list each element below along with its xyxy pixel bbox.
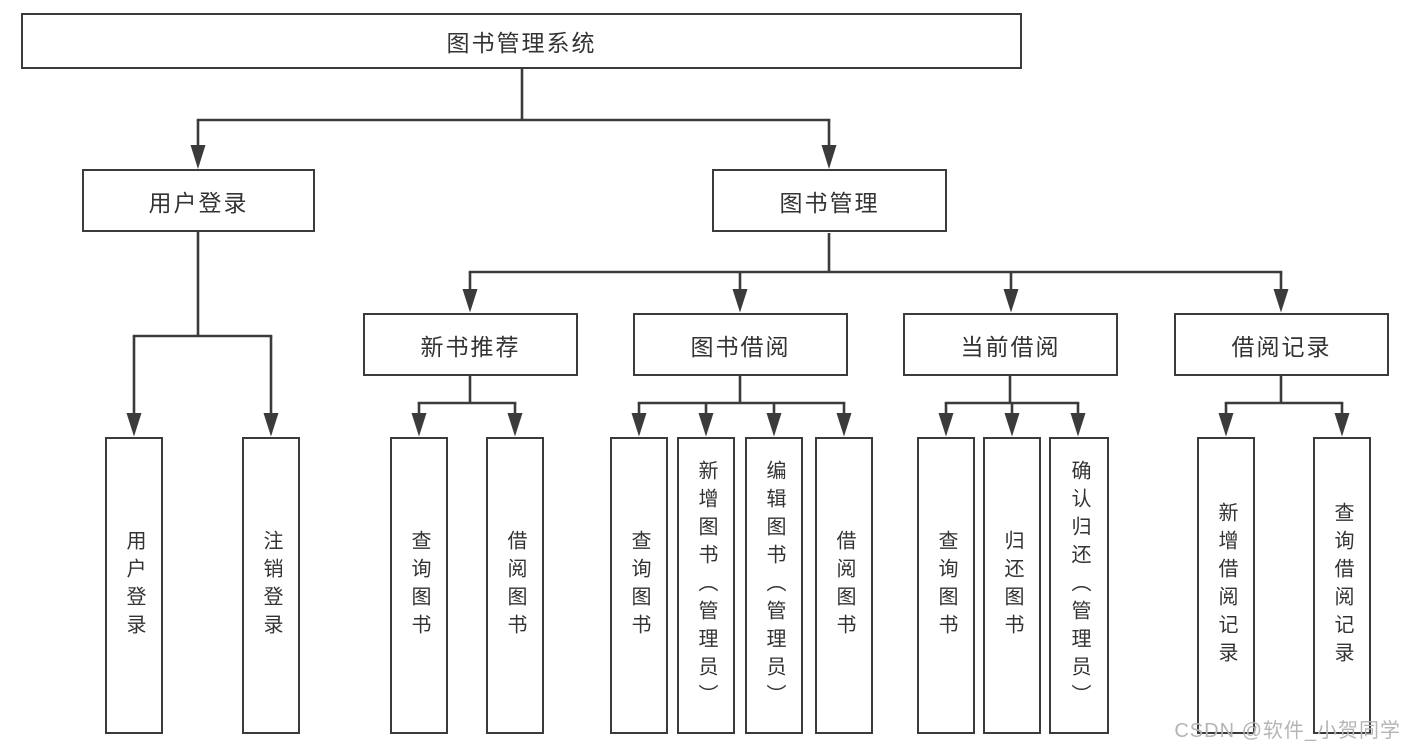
node-user-login: 用户登录	[82, 169, 315, 232]
leaf-label: 归还图书	[1001, 529, 1023, 642]
leaf-label: 确认归还（管理员）	[1068, 459, 1090, 712]
node-current-borrowing: 当前借阅	[903, 313, 1118, 376]
leaf-label: 编辑图书（管理员）	[763, 459, 785, 712]
leaf-edit-books-admin: 编辑图书（管理员）	[745, 437, 803, 734]
leaf-borrow-books-recommend: 借阅图书	[486, 437, 544, 734]
leaf-query-borrow-record: 查询借阅记录	[1313, 437, 1371, 734]
leaf-query-books-current: 查询图书	[917, 437, 975, 734]
leaf-label: 用户登录	[123, 529, 145, 642]
node-label: 图书借阅	[690, 333, 791, 360]
node-label: 图书管理	[779, 189, 880, 216]
node-label: 新书推荐	[420, 333, 521, 360]
leaf-query-books-recommend: 查询图书	[390, 437, 448, 734]
leaf-logout: 注销登录	[242, 437, 300, 734]
node-book-borrowing: 图书借阅	[633, 313, 848, 376]
leaf-confirm-return-admin: 确认归还（管理员）	[1049, 437, 1109, 734]
node-label: 借阅记录	[1231, 333, 1332, 360]
leaf-label: 查询图书	[408, 529, 430, 642]
node-library-system: 图书管理系统	[21, 13, 1022, 69]
leaf-label: 借阅图书	[504, 529, 526, 642]
leaf-label: 注销登录	[260, 529, 282, 642]
node-new-book-recommendation: 新书推荐	[363, 313, 578, 376]
leaf-return-books: 归还图书	[983, 437, 1041, 734]
leaf-add-books-admin: 新增图书（管理员）	[677, 437, 735, 734]
node-book-management: 图书管理	[712, 169, 947, 232]
node-borrowing-records: 借阅记录	[1174, 313, 1389, 376]
csdn-watermark: CSDN @软件_小贺同学	[1174, 720, 1401, 742]
node-label: 图书管理系统	[446, 30, 597, 56]
leaf-borrow-books: 借阅图书	[815, 437, 873, 734]
leaf-label: 查询图书	[628, 529, 650, 642]
leaf-add-borrow-record: 新增借阅记录	[1197, 437, 1255, 734]
leaf-label: 新增借阅记录	[1215, 501, 1237, 670]
leaf-label: 查询借阅记录	[1331, 501, 1353, 670]
leaf-label: 新增图书（管理员）	[695, 459, 717, 712]
leaf-label: 借阅图书	[833, 529, 855, 642]
leaf-user-login: 用户登录	[105, 437, 163, 734]
leaf-query-books-borrowing: 查询图书	[610, 437, 668, 734]
node-label: 当前借阅	[960, 333, 1061, 360]
leaf-label: 查询图书	[935, 529, 957, 642]
node-label: 用户登录	[148, 189, 249, 216]
